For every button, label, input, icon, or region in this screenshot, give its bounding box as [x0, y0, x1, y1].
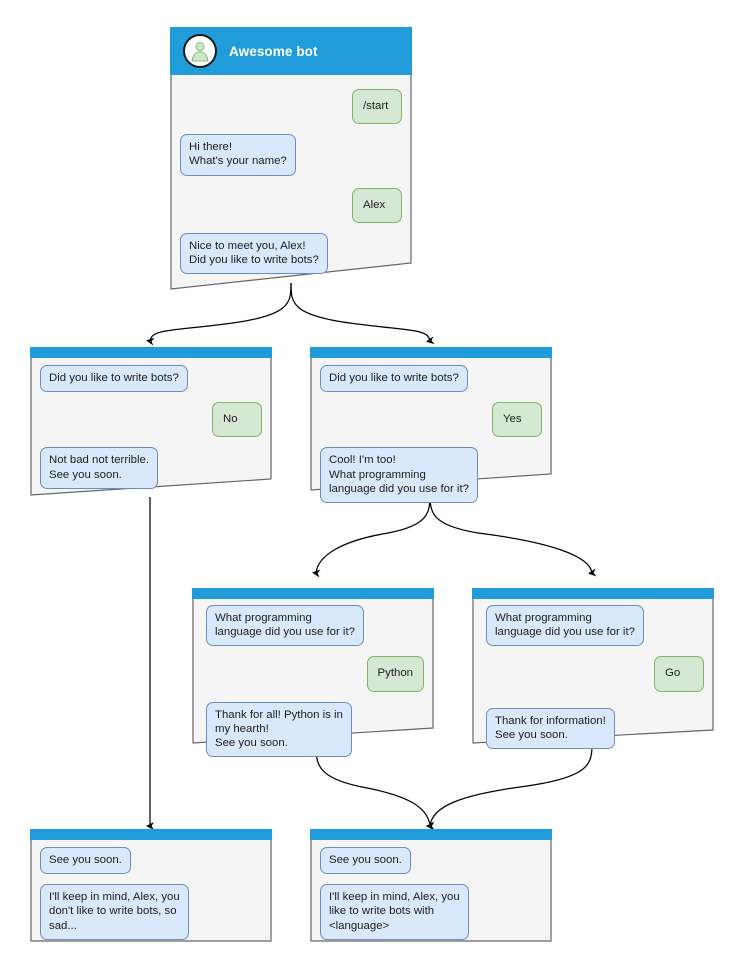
card-end-yes-titlebar: [310, 829, 552, 840]
bot-message-keep-in-mind-yes: I'll keep in mind, Alex, you like to wri…: [320, 884, 469, 940]
message-row: What programming language did you use fo…: [206, 605, 424, 647]
user-message-name: Alex: [352, 187, 402, 223]
card-yes-branch-titlebar: [310, 347, 552, 358]
edge-yes-to-go: [429, 491, 597, 577]
message-row: Python: [206, 656, 424, 692]
card-go-branch-chatbody: What programming language did you use fo…: [472, 599, 714, 769]
message-row: What programming language did you use fo…: [486, 605, 704, 647]
user-message-yes: Yes: [492, 402, 542, 438]
card-end-no-chatbody: See you soon. I'll keep in mind, Alex, y…: [30, 840, 272, 960]
message-row: I'll keep in mind, Alex, you like to wri…: [320, 884, 542, 940]
person-glyph-icon: [191, 42, 209, 62]
card-root[interactable]: Awesome bot /start Hi there! What's your…: [170, 27, 412, 291]
card-end-yes[interactable]: See you soon. I'll keep in mind, Alex, y…: [310, 829, 552, 942]
message-row: Thank for information! See you soon.: [486, 707, 704, 750]
edge-root-to-no: [146, 282, 292, 346]
card-yes-branch-chatbody: Did you like to write bots? Yes Cool! I'…: [310, 358, 552, 523]
card-yes-branch[interactable]: Did you like to write bots? Yes Cool! I'…: [310, 347, 552, 504]
card-no-branch-titlebar: [30, 347, 272, 358]
card-end-no-titlebar: [30, 829, 272, 840]
card-root-chatbody: /start Hi there! What's your name? Alex …: [170, 75, 412, 291]
person-avatar-icon: [183, 34, 217, 68]
card-python-branch-titlebar: [192, 588, 434, 599]
bot-message-nice-to-meet: Nice to meet you, Alex! Did you like to …: [180, 232, 328, 275]
card-end-no[interactable]: See you soon. I'll keep in mind, Alex, y…: [30, 829, 272, 942]
user-message-go: Go: [654, 656, 704, 692]
message-row: See you soon.: [40, 847, 262, 875]
message-row: Did you like to write bots?: [40, 365, 262, 393]
bot-message-question: Did you like to write bots?: [40, 365, 188, 393]
edge-go-to-end: [426, 744, 593, 831]
bot-message-greeting: Hi there! What's your name?: [180, 134, 296, 176]
bot-message-language-question: What programming language did you use fo…: [206, 605, 364, 647]
message-row: Thank for all! Python is in my hearth! S…: [206, 701, 424, 758]
bot-message-thank-for-all: Thank for all! Python is in my hearth! S…: [206, 701, 352, 758]
card-go-branch-titlebar: [472, 588, 714, 599]
message-row: Hi there! What's your name?: [180, 134, 402, 176]
card-root-titlebar: Awesome bot: [170, 27, 412, 75]
message-row: Nice to meet you, Alex! Did you like to …: [180, 232, 402, 275]
message-row: I'll keep in mind, Alex, you don't like …: [40, 884, 262, 940]
card-end-yes-chatbody: See you soon. I'll keep in mind, Alex, y…: [310, 840, 552, 960]
bot-message-language-question: What programming language did you use fo…: [486, 605, 644, 647]
bot-message-question: Did you like to write bots?: [320, 365, 468, 393]
card-python-branch-chatbody: What programming language did you use fo…: [192, 599, 434, 777]
user-message-start: /start: [352, 89, 402, 125]
bot-message-not-bad: Not bad not terrible. See you soon.: [40, 447, 159, 489]
card-no-branch-chatbody: Did you like to write bots? No Not bad n…: [30, 358, 272, 509]
message-row: Yes: [320, 402, 542, 438]
message-row: Not bad not terrible. See you soon.: [40, 447, 262, 489]
bot-message-cool-im-too: Cool! I'm too! What programming language…: [320, 447, 478, 504]
edge-root-to-yes: [290, 282, 435, 345]
bot-message-keep-in-mind-no: I'll keep in mind, Alex, you don't like …: [40, 884, 189, 940]
message-row: No: [40, 402, 262, 438]
edge-python-to-end: [315, 744, 435, 830]
message-row: Go: [486, 656, 704, 692]
message-row: /start: [180, 89, 402, 125]
user-message-no: No: [212, 402, 262, 438]
bot-name-label: Awesome bot: [229, 43, 318, 59]
bot-message-see-you-soon: See you soon.: [40, 847, 131, 875]
card-no-branch[interactable]: Did you like to write bots? No Not bad n…: [30, 347, 272, 497]
message-row: See you soon.: [320, 847, 542, 875]
message-row: Alex: [180, 187, 402, 223]
edge-yes-to-python: [312, 491, 431, 578]
card-go-branch[interactable]: What programming language did you use fo…: [472, 588, 714, 750]
message-row: Did you like to write bots?: [320, 365, 542, 393]
bot-message-thank-for-information: Thank for information! See you soon.: [486, 707, 615, 750]
user-message-python: Python: [366, 656, 424, 692]
bot-message-see-you-soon: See you soon.: [320, 847, 411, 875]
message-row: Cool! I'm too! What programming language…: [320, 447, 542, 504]
card-python-branch[interactable]: What programming language did you use fo…: [192, 588, 434, 758]
